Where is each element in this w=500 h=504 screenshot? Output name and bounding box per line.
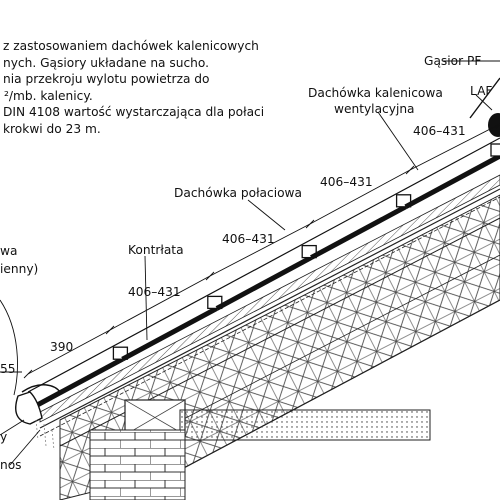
label-left-2: ienny) [0, 262, 39, 276]
dimension-upper: 406–431 [320, 175, 373, 189]
wall-plate [124, 399, 431, 441]
note-line: krokwi do 23 m. [3, 121, 101, 136]
tile-outline [27, 137, 500, 393]
roof-tile [310, 204, 407, 260]
roof-tile [121, 306, 218, 362]
label-ridge-tile-line1: Dachówka kalenicowa [308, 86, 443, 100]
dimension-line [27, 123, 500, 375]
roof-tile [215, 255, 313, 311]
label-ridge-cap: Gąsior PF [424, 54, 482, 68]
brick-wall [89, 429, 186, 501]
dimension-tick [205, 271, 215, 281]
label-left-3: y [0, 430, 8, 444]
eaves-gutter [15, 384, 61, 451]
dimension-middle: 406–431 [222, 232, 275, 246]
dimension-lower: 406–431 [128, 285, 181, 299]
roof-tile [26, 356, 124, 413]
label-ridge-tile-line2: wentylacyjna [334, 102, 415, 116]
label-counter-batten: Kontrłata [128, 243, 184, 257]
label-left-1: wa [0, 244, 18, 258]
dimension-tick [23, 369, 33, 379]
roof-tiles [26, 137, 500, 413]
label-laf: LAF [470, 84, 493, 98]
dimension-tick [405, 165, 415, 175]
note-line: DIN 4108 wartość wystarczająca dla połac… [3, 105, 265, 120]
description-note: z zastosowaniem dachówek kalenicowych ny… [0, 38, 300, 138]
dimension-tick [495, 123, 500, 129]
rafter-lines [39, 188, 500, 471]
label-field-tile: Dachówka połaciowa [174, 186, 302, 200]
roof-tile [404, 153, 500, 210]
dimension-eaves: 390 [50, 340, 74, 354]
dimension-ridge: 406–431 [413, 124, 466, 138]
note-line: z zastosowaniem dachówek kalenicowych [3, 39, 259, 53]
dimension-tick [305, 219, 315, 229]
note-line: nych. Gąsiory układane na sucho. [3, 55, 210, 70]
note-line: ²/mb. kalenicy. [4, 88, 93, 103]
dimension-lines [23, 123, 500, 379]
dimension-overhang: 55 [0, 362, 16, 376]
note-line: nia przekroju wylotu powietrza do [3, 72, 210, 87]
label-left-4: nos [0, 458, 22, 472]
leader-lines [0, 60, 500, 466]
dimension-tick [105, 325, 115, 335]
tile-interlock [490, 143, 500, 157]
